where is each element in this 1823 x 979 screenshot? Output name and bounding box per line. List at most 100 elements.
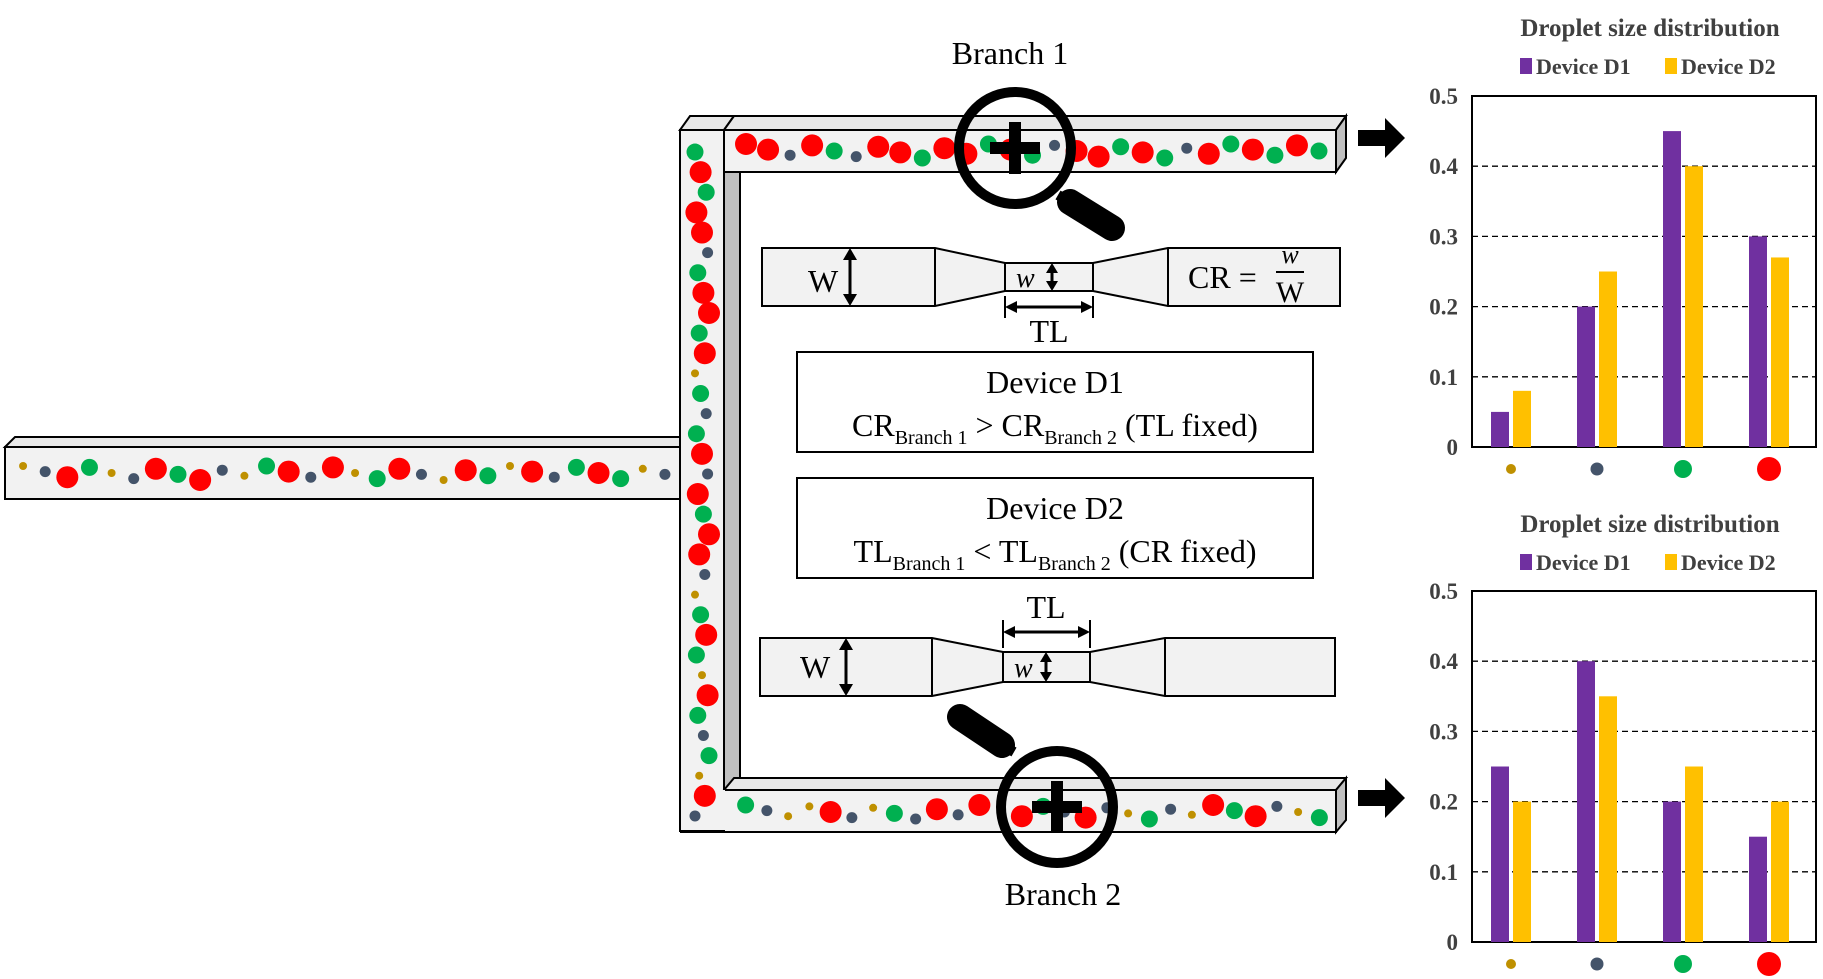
droplet — [689, 810, 701, 822]
droplet — [1049, 139, 1061, 151]
device-d2-box: Device D2 TLBranch 1 < TLBranch 2 (CR fi… — [796, 477, 1314, 579]
device-d1-condition: CRBranch 1 > CRBranch 2 (TL fixed) — [852, 407, 1258, 449]
droplet — [351, 469, 360, 477]
cr-numerator: w — [1281, 240, 1299, 269]
legend-swatch-d1-bottom — [1520, 554, 1532, 570]
y-tick-label: 0.4 — [1429, 154, 1458, 179]
droplet — [612, 470, 630, 488]
droplet — [659, 468, 671, 480]
bar-device-d2-small-gold — [1513, 801, 1531, 942]
y-tick-label: 0.1 — [1429, 365, 1458, 390]
droplet — [694, 505, 712, 523]
magnifier-icon-branch-2 — [947, 704, 1118, 868]
droplet — [1112, 138, 1130, 156]
droplet — [548, 471, 560, 483]
droplet — [699, 569, 711, 581]
droplet — [850, 151, 862, 163]
bar-device-d2-large-red — [1771, 257, 1789, 447]
droplet — [1165, 803, 1177, 815]
legend-label-d2-top: Device D2 — [1681, 54, 1776, 79]
droplets — [19, 133, 1328, 829]
droplet — [1271, 800, 1283, 812]
droplet-size-chart-bottom: Droplet size distribution Device D1 Devi… — [1429, 511, 1817, 976]
droplet — [698, 302, 720, 324]
navy-droplet-icon — [1590, 957, 1604, 971]
droplet — [107, 469, 116, 477]
device-d1-title: Device D1 — [986, 364, 1124, 400]
droplet — [801, 134, 824, 157]
y-tick-label: 0 — [1447, 930, 1459, 955]
y-tick-label: 0 — [1447, 435, 1459, 460]
legend-swatch-d2-bottom — [1665, 554, 1677, 570]
device-d2-title: Device D2 — [986, 490, 1124, 526]
droplet — [910, 813, 922, 825]
droplet — [700, 408, 712, 420]
bar-device-d2-medium-green — [1685, 766, 1703, 942]
droplet — [1310, 809, 1328, 827]
droplet — [697, 729, 709, 741]
droplet — [189, 469, 212, 491]
droplet — [1310, 142, 1328, 160]
legend-label-d1-top: Device D1 — [1536, 54, 1631, 79]
chart-title-bottom: Droplet size distribution — [1520, 511, 1779, 538]
droplet — [169, 465, 187, 483]
red-droplet-icon — [1757, 457, 1781, 481]
droplet — [691, 369, 699, 378]
droplet — [925, 798, 948, 821]
droplet — [1181, 142, 1193, 154]
y-tick-label: 0.1 — [1429, 860, 1458, 885]
y-tick-label: 0.5 — [1429, 579, 1458, 604]
green-droplet-icon — [1674, 955, 1692, 973]
droplet — [689, 706, 707, 724]
W-label-2: W — [800, 649, 831, 685]
droplet — [305, 471, 317, 483]
droplet — [689, 264, 707, 282]
droplet — [691, 221, 713, 244]
y-tick-label: 0.3 — [1429, 224, 1458, 249]
droplet — [693, 342, 716, 365]
droplet — [1124, 809, 1133, 818]
droplet — [454, 459, 477, 482]
droplet — [39, 466, 51, 478]
droplet — [686, 483, 709, 506]
branch-1-output-arrow — [1358, 118, 1405, 158]
droplet — [757, 138, 780, 161]
droplet — [913, 149, 931, 167]
bar-device-d1-medium-green — [1663, 131, 1681, 447]
droplet — [690, 324, 708, 342]
droplet — [687, 425, 705, 443]
droplet — [933, 137, 956, 160]
branch-2-output-arrow — [1358, 778, 1405, 818]
droplet — [1140, 810, 1158, 828]
bar-device-d1-medium-green — [1663, 801, 1681, 942]
y-tick-label: 0.2 — [1429, 790, 1458, 815]
TL-label-1: TL — [1029, 313, 1068, 349]
droplet — [692, 384, 710, 402]
device-d2-condition: TLBranch 1 < TLBranch 2 (CR fixed) — [854, 533, 1257, 575]
droplet — [587, 462, 610, 484]
droplet — [685, 201, 708, 224]
droplet — [1131, 141, 1154, 164]
droplet — [697, 183, 715, 201]
red-droplet-icon — [1757, 952, 1781, 976]
droplet — [688, 543, 711, 566]
bar-device-d2-medium-green — [1685, 166, 1703, 447]
droplet — [1244, 805, 1267, 828]
constriction-diagram-1: W w TL CR = w W — [761, 240, 1341, 349]
magnifier-icon-branch-1 — [954, 87, 1125, 241]
droplet — [479, 467, 497, 485]
cr-equation-label: CR = — [1188, 259, 1257, 295]
droplet — [128, 473, 140, 485]
droplet — [819, 801, 842, 823]
droplet — [691, 590, 699, 599]
droplet — [696, 684, 719, 707]
droplet — [1187, 810, 1196, 819]
bar-device-d1-small-gold — [1491, 411, 1509, 447]
droplet — [784, 149, 796, 161]
legend-label-d2-bottom: Device D2 — [1681, 550, 1776, 575]
y-tick-label: 0.4 — [1429, 649, 1458, 674]
y-tick-label: 0.3 — [1429, 719, 1458, 744]
droplet — [638, 464, 647, 473]
droplet — [698, 671, 706, 680]
